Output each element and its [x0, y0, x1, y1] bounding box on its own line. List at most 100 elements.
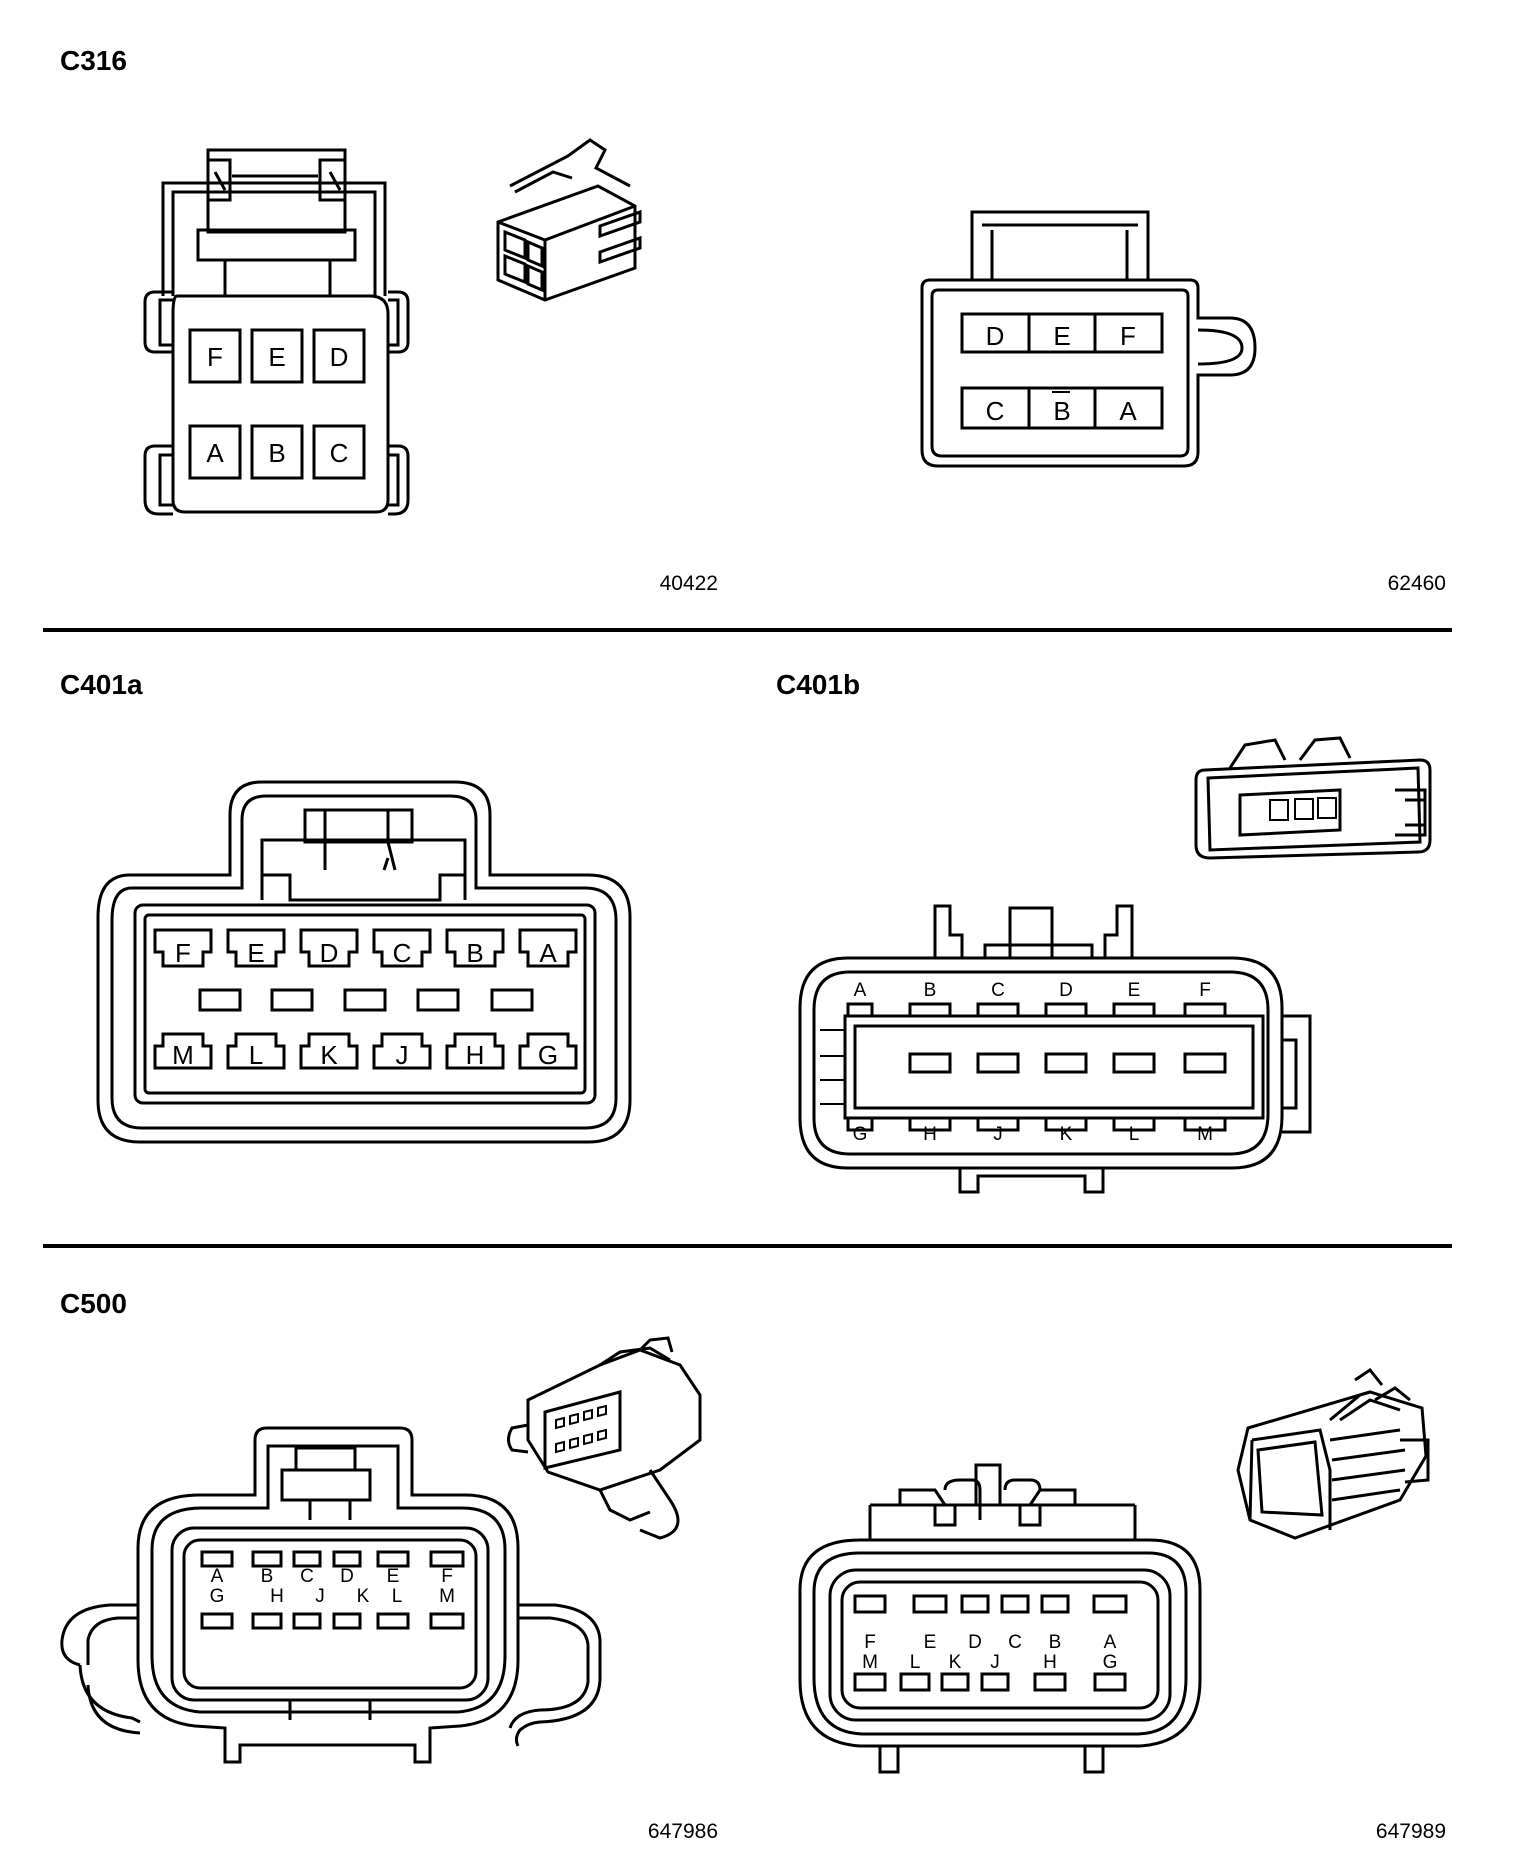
pin-slot — [1112, 1002, 1156, 1018]
pin-slot — [1183, 1002, 1227, 1018]
pin-cavity — [226, 928, 286, 968]
pin-slot — [200, 1612, 234, 1630]
pin-cavity — [372, 928, 432, 968]
part-code: 62460 — [1388, 572, 1446, 595]
pin-slot — [376, 1612, 410, 1630]
part-code: 40422 — [660, 572, 718, 595]
pin-label: B — [924, 980, 937, 1001]
pin-cavity — [153, 1032, 213, 1070]
pin-label: B — [268, 438, 285, 468]
pin-label: J — [396, 1040, 409, 1070]
pin-label: D — [1059, 980, 1073, 1001]
pin-label: B — [466, 938, 483, 968]
middle-slot — [270, 988, 314, 1012]
pin-label: H — [270, 1586, 284, 1607]
middle-slot — [198, 988, 242, 1012]
pin-label: D — [320, 938, 339, 968]
connector-647989-face — [798, 1463, 1202, 1774]
pin-label: C — [986, 396, 1005, 426]
pin-slot — [292, 1612, 322, 1630]
pin-label: E — [1053, 321, 1070, 351]
connector-c401b-iso-view — [1194, 736, 1432, 860]
pin-label: L — [1129, 1124, 1140, 1145]
c500-647986-pin-slots — [200, 1550, 465, 1630]
part-code: 647989 — [1376, 1820, 1446, 1843]
pin-slot — [908, 1116, 952, 1132]
pin-label: G — [538, 1040, 558, 1070]
pin-label: A — [1104, 1632, 1117, 1653]
pin-label: M — [439, 1586, 455, 1607]
pin-label: A — [211, 1566, 224, 1587]
pin-label: K — [949, 1652, 962, 1673]
pin-label: C — [330, 438, 349, 468]
connector-647986-face — [60, 1426, 602, 1764]
pin-slot — [976, 1116, 1020, 1132]
pin-label: J — [993, 1124, 1003, 1145]
pin-slot — [1093, 1672, 1127, 1692]
pin-label: C — [300, 1566, 314, 1587]
pin-label: A — [539, 938, 557, 968]
pin-label: J — [315, 1586, 325, 1607]
section-title-c500: C500 — [60, 1288, 127, 1319]
pin-slot — [908, 1052, 952, 1074]
connector-40422-iso-view — [496, 138, 642, 302]
connector-62460-face — [920, 210, 1257, 468]
pin-slot — [846, 1116, 874, 1132]
pin-cavity — [445, 928, 505, 968]
pin-slot — [1183, 1052, 1227, 1074]
pin-slot — [853, 1672, 887, 1692]
pin-label: H — [466, 1040, 485, 1070]
part-code: 647986 — [648, 1820, 718, 1843]
pin-slot — [292, 1550, 322, 1568]
pin-slot — [976, 1002, 1020, 1018]
pin-slot — [429, 1612, 465, 1630]
connector-40422-face — [143, 148, 410, 516]
c401a-middle-slots — [198, 988, 534, 1012]
section-title-c401a: C401a — [60, 669, 143, 700]
pin-slot — [1092, 1594, 1128, 1614]
pin-label: B — [1053, 396, 1070, 426]
pin-slot — [429, 1550, 465, 1568]
pin-label: H — [1043, 1652, 1057, 1673]
pin-cavity — [153, 928, 213, 968]
pin-label: F — [441, 1566, 453, 1587]
pin-slot — [940, 1672, 970, 1692]
pin-label: A — [1119, 396, 1137, 426]
pin-label: D — [968, 1632, 982, 1653]
pin-label: E — [1128, 980, 1141, 1001]
pin-label: B — [261, 1566, 274, 1587]
pin-label: C — [991, 980, 1005, 1001]
pin-label: B — [1049, 1632, 1062, 1653]
pin-slot — [976, 1052, 1020, 1074]
pin-label: F — [864, 1632, 876, 1653]
pin-label: C — [393, 938, 412, 968]
c401a-pin-cavities — [153, 928, 578, 1070]
pin-slot — [1040, 1594, 1070, 1614]
pin-cavity — [518, 928, 578, 968]
pin-slot — [899, 1672, 931, 1692]
pin-slot — [1112, 1116, 1156, 1132]
pin-label: F — [1120, 321, 1136, 351]
pin-slot — [1044, 1002, 1088, 1018]
pin-label: G — [210, 1586, 225, 1607]
pin-slot — [980, 1672, 1010, 1692]
pin-label: A — [854, 980, 867, 1001]
connector-647989-iso-view — [1236, 1367, 1430, 1540]
pin-slot — [251, 1550, 283, 1568]
pin-cavity — [372, 1032, 432, 1070]
middle-slot — [416, 988, 460, 1012]
pin-slot — [1183, 1116, 1227, 1132]
pin-label: K — [357, 1586, 370, 1607]
pin-slot — [376, 1550, 410, 1568]
pin-cavity — [299, 928, 359, 968]
pin-slot — [908, 1002, 952, 1018]
pin-label: L — [910, 1652, 921, 1673]
pin-cavity — [226, 1032, 286, 1070]
c500-647989-pin-slots — [853, 1594, 1128, 1692]
pin-slot — [1000, 1594, 1030, 1614]
pin-label: D — [986, 321, 1005, 351]
pin-label: M — [1197, 1124, 1213, 1145]
pin-label: F — [1199, 980, 1211, 1001]
pin-slot — [251, 1612, 283, 1630]
